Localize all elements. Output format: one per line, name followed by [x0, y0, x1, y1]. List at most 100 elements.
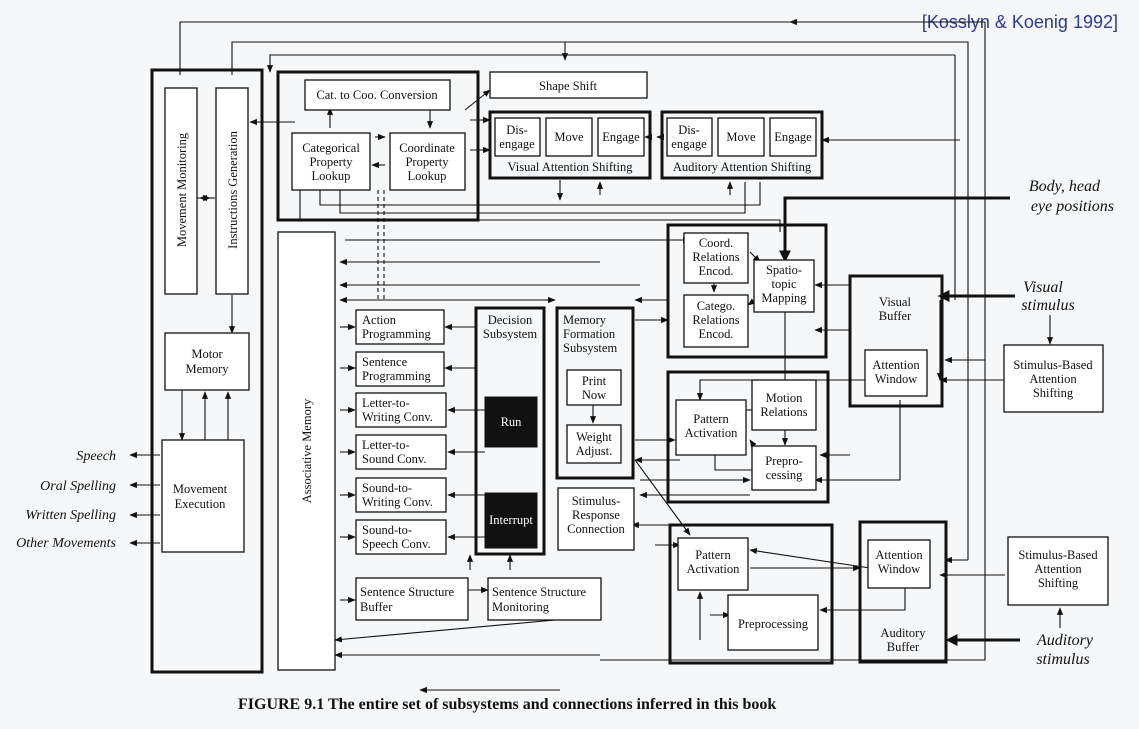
visual-disengage-box: [494, 117, 541, 157]
stimulus-response-line1: Stimulus-: [572, 494, 621, 508]
auditory-stimulus-shifting-line2: Attention: [1034, 562, 1082, 576]
weight-adjust-line1: Weight: [576, 430, 612, 444]
sound-to-speech-box: [355, 519, 447, 555]
cat-to-coo-label: Cat. to Coo. Conversion: [316, 88, 438, 102]
weight-adjust-box: [566, 424, 622, 464]
visual-engage-label: Engage: [602, 130, 640, 144]
sentence-programming-box: [355, 351, 445, 387]
sentence-programming-line2: Programming: [362, 369, 431, 383]
categorical-lookup-line1: Categorical: [302, 141, 360, 155]
visual-preprocessing-line2: cessing: [766, 468, 804, 482]
visual-disengage-line2: engage: [499, 137, 535, 151]
interrupt-box: [484, 492, 538, 549]
auditory-move-box: [717, 117, 765, 157]
visual-disengage-line1: Dis-: [506, 123, 528, 137]
movement-execution-box: [161, 439, 245, 553]
stimulus-response-box: [557, 487, 635, 551]
visual-preprocessing-line1: Prepro-: [765, 454, 803, 468]
auditory-stimulus-shifting-line1: Stimulus-Based: [1018, 548, 1098, 562]
interrupt-label: Interrupt: [489, 513, 533, 527]
visual-attention-window-line2: Window: [875, 372, 918, 386]
visual-move-box: [545, 117, 593, 157]
spatiotopic-mapping-line2: topic: [772, 277, 797, 291]
input-auditory-stimulus-line1: Auditory: [1036, 632, 1094, 649]
letter-to-writing-box: [355, 392, 447, 428]
coord-relations-line2: Relations: [692, 250, 739, 264]
shape-shift-label: Shape Shift: [539, 79, 598, 93]
sound-to-speech-line2: Speech Conv.: [362, 537, 431, 551]
motor-group: [150, 68, 264, 674]
auditory-engage-label: Engage: [774, 130, 812, 144]
auditory-attention-shifting-group: [660, 110, 824, 180]
action-programming-line2: Programming: [362, 327, 431, 341]
visual-move-label: Move: [554, 130, 584, 144]
citation: [Kosslyn & Koenig 1992]: [922, 12, 1118, 32]
coord-relations-line3: Encod.: [698, 264, 733, 278]
memory-formation-group: [555, 306, 635, 480]
decision-subsystem-line2: Subsystem: [483, 327, 537, 341]
categorical-lookup-box: [291, 132, 371, 191]
print-now-line2: Now: [582, 388, 606, 402]
sentence-structure-buffer-line2: Buffer: [360, 600, 393, 614]
action-programming-line1: Action: [362, 313, 397, 327]
coord-relations-box: [683, 232, 749, 284]
stimulus-response-line2: Response: [572, 508, 620, 522]
motion-relations-line1: Motion: [766, 391, 804, 405]
auditory-buffer-line2: Buffer: [887, 640, 920, 654]
motion-relations-line2: Relations: [760, 405, 807, 419]
decision-subsystem-line1: Decision: [488, 313, 533, 327]
auditory-stimulus-shifting-box: [1007, 536, 1109, 606]
letter-to-sound-box: [355, 434, 447, 470]
visual-attention-window-line1: Attention: [872, 358, 920, 372]
auditory-move-label: Move: [726, 130, 756, 144]
memory-formation-line3: Subsystem: [563, 341, 617, 355]
letter-to-sound-line1: Letter-to-: [362, 438, 410, 452]
auditory-disengage-line2: engage: [671, 137, 707, 151]
cat-to-coo-box: [304, 79, 451, 111]
instructions-generation-box: [215, 87, 249, 295]
auditory-disengage-line1: Dis-: [678, 123, 700, 137]
auditory-pattern-activation-box: [677, 537, 749, 591]
visual-object-group: [666, 370, 830, 504]
decision-subsystem-group: [474, 306, 546, 556]
input-auditory-stimulus-line2: stimulus: [1036, 651, 1089, 668]
print-now-box: [566, 369, 622, 406]
auditory-engage-box: [769, 117, 817, 157]
categorical-lookup-line3: Lookup: [312, 169, 351, 183]
auditory-attention-window-line1: Attention: [875, 548, 923, 562]
auditory-object-group: [668, 523, 834, 665]
output-written-spelling: Written Spelling: [25, 508, 116, 523]
auditory-attention-window-box: [867, 539, 931, 589]
input-body-head-line2: eye positions: [1031, 198, 1114, 215]
weight-adjust-line2: Adjust.: [576, 444, 612, 458]
auditory-attention-window-line2: Window: [878, 562, 921, 576]
sentence-structure-monitoring-line2: Monitoring: [492, 600, 550, 614]
categorical-lookup-line2: Property: [309, 155, 353, 169]
coordinate-lookup-box: [389, 132, 466, 191]
movement-execution-line2: Execution: [175, 497, 226, 511]
auditory-preprocessing-box: [727, 594, 819, 651]
visual-attention-window-box: [864, 349, 928, 397]
catego-relations-line3: Encod.: [698, 327, 733, 341]
motion-relations-box: [751, 379, 817, 431]
run-box: [484, 396, 538, 448]
visual-pattern-activation-box: [675, 399, 747, 456]
visual-pattern-activation-line1: Pattern: [693, 412, 729, 426]
action-programming-box: [355, 309, 445, 345]
letter-to-writing-line1: Letter-to-: [362, 396, 410, 410]
visual-preprocessing-box: [751, 445, 817, 491]
auditory-disengage-box: [666, 117, 713, 157]
output-speech: Speech: [76, 449, 116, 464]
associative-memory-box: [277, 231, 336, 671]
sound-to-writing-line1: Sound-to-: [362, 481, 412, 495]
coordinate-lookup-line3: Lookup: [408, 169, 447, 183]
visual-attention-shifting-label: Visual Attention Shifting: [508, 160, 634, 174]
input-visual-stimulus-line1: Visual: [1023, 279, 1063, 296]
auditory-stimulus-shifting-line3: Shifting: [1038, 576, 1079, 590]
visual-buffer-line2: Buffer: [879, 309, 912, 323]
visual-stimulus-shifting-box: [1003, 344, 1104, 413]
visual-attention-shifting-group: [488, 110, 652, 180]
visual-stimulus-shifting-line3: Shifting: [1033, 386, 1074, 400]
visual-buffer-group: [848, 274, 944, 408]
sentence-programming-line1: Sentence: [362, 355, 408, 369]
